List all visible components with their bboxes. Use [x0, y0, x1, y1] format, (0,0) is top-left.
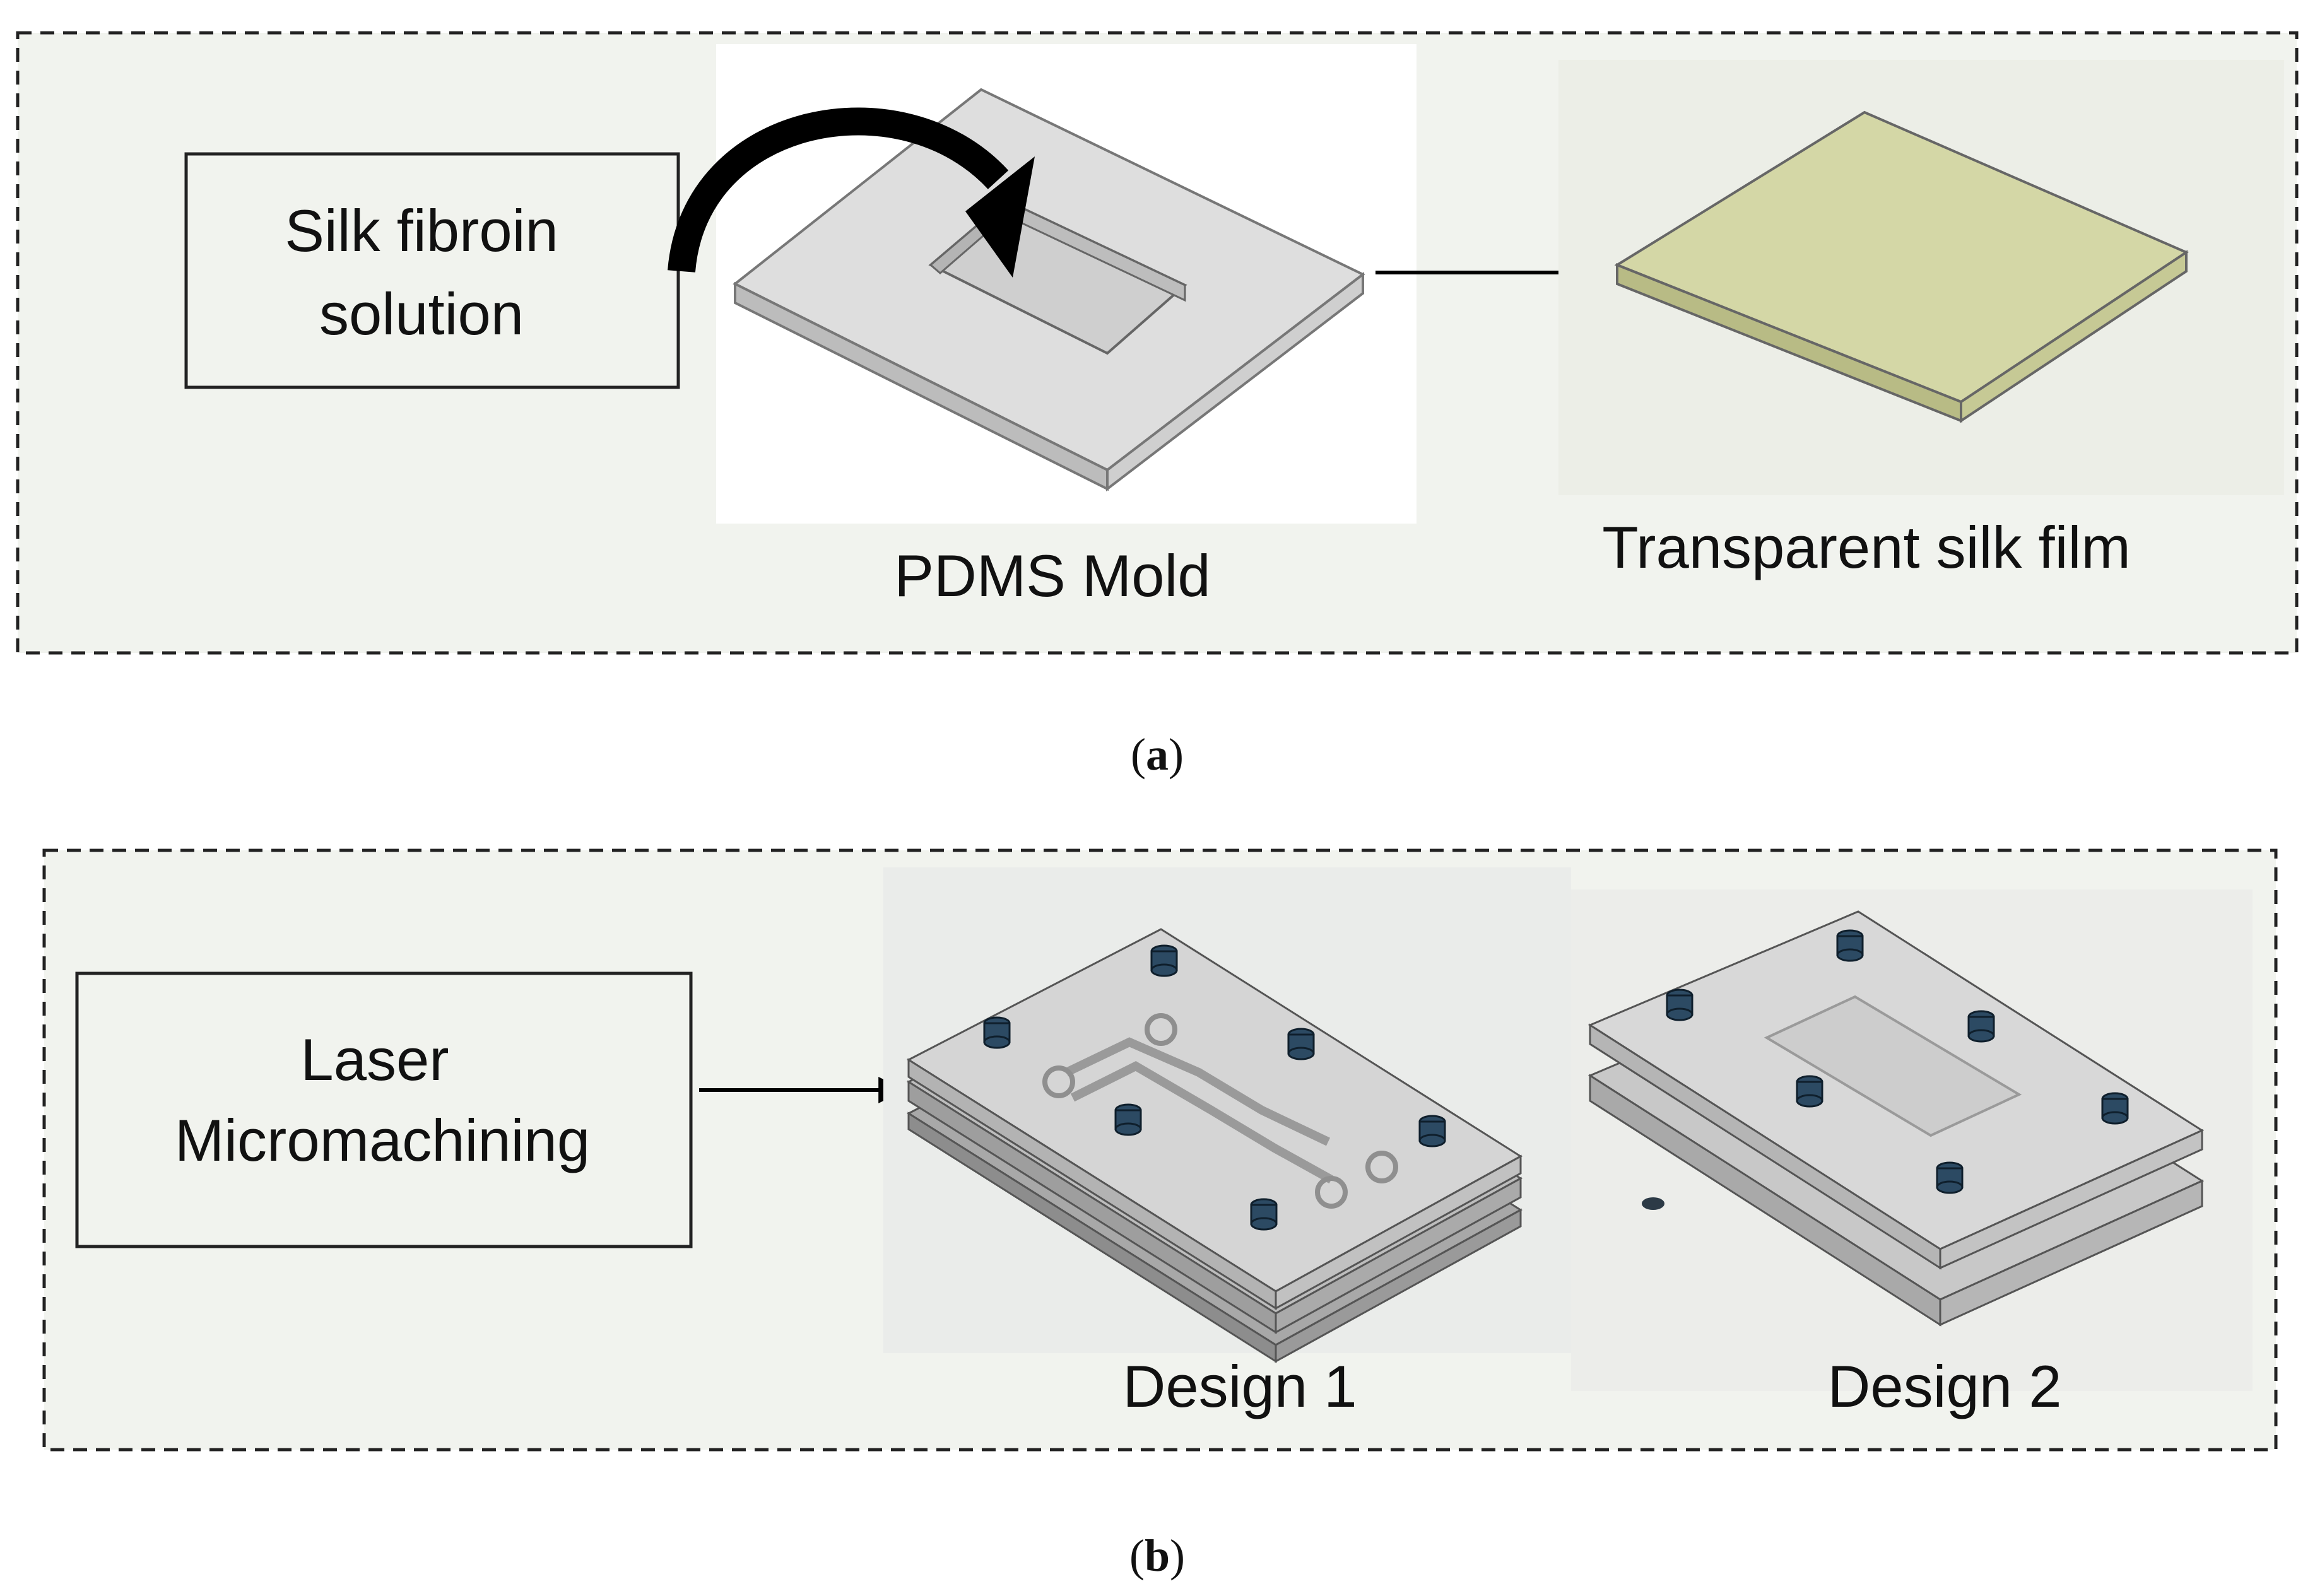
design-2-label: Design 2	[1828, 1353, 2062, 1419]
caption-a: (a)	[1131, 729, 1184, 780]
panel-b: Laser Micromachining	[42, 848, 2278, 1452]
caption-b: (b)	[1129, 1530, 1185, 1581]
silk-fibroin-box: Silk fibroin solution	[184, 152, 680, 389]
design-1-label: Design 1	[1123, 1353, 1357, 1419]
pdms-mold-label: PDMS Mold	[894, 543, 1210, 609]
pour-arrow	[668, 107, 1035, 278]
laser-micromachining-box: Laser Micromachining	[75, 971, 693, 1248]
design-2-illustration	[1571, 889, 2253, 1391]
silk-film-label: Transparent silk film	[1602, 514, 2131, 580]
panel-a: Silk fibroin solution PDMS Mold	[16, 31, 2299, 655]
silk-fibroin-label-line2: solution	[319, 281, 524, 347]
silk-film-illustration	[1558, 60, 2284, 495]
design-1-illustration	[883, 867, 1571, 1363]
silk-fibroin-label-line1: Silk fibroin	[285, 197, 558, 264]
laser-label-line1: Laser	[300, 1026, 449, 1093]
laser-label-line2: Micromachining	[175, 1107, 590, 1173]
